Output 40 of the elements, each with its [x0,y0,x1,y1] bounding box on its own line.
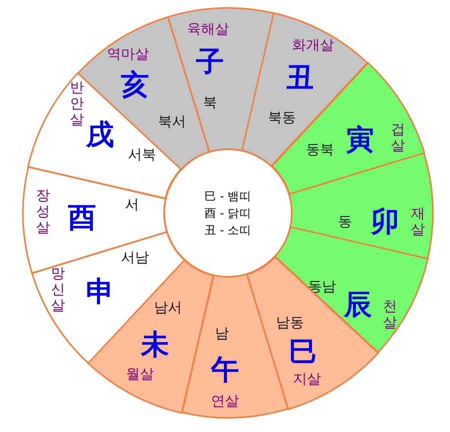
direction-label: 남동 [276,316,304,330]
direction-label: 북 [202,96,217,110]
branch-character: 丑 [286,64,314,92]
sal-label: 지살 [292,372,321,388]
sal-label: 반안살 [70,80,84,128]
direction-label: 북서 [158,114,186,129]
wheel-sector [246,256,379,410]
direction-label: 동 [338,214,352,229]
sal-label: 망신살 [50,266,65,314]
sal-label: 월살 [126,367,154,383]
branch-character: 酉 [68,204,96,232]
sal-label: 재살 [410,206,425,238]
branch-character: 子 [196,48,224,76]
direction-label: 서북 [128,148,156,162]
zodiac-note: 酉 - 닭띠 [204,206,252,220]
branch-character: 亥 [120,70,149,99]
direction-label: 동북 [306,142,334,157]
branch-character: 巳 [288,338,317,366]
direction-label: 남서 [154,300,182,315]
zodiac-note: 巳 - 뱀띠 [204,188,252,204]
branch-character: 卯 [370,208,399,236]
sal-label: 역마살 [106,47,149,63]
branch-character: 申 [86,278,114,306]
direction-label: 서 [125,198,139,212]
branch-character: 戌 [86,120,114,149]
branch-character: 寅 [346,126,374,154]
direction-label: 서남 [120,250,149,265]
sal-label: 연살 [210,394,239,410]
wheel-sector [270,62,426,196]
sal-label: 화개살 [292,38,334,54]
sal-label: 천살 [382,298,397,332]
sal-label: 육해살 [186,22,229,38]
branch-character: 未 [140,330,169,359]
zodiac-note: 丑 - 소띠 [204,222,252,238]
sal-label: 겁살 [390,122,405,154]
branch-character: 午 [210,356,239,384]
branch-character: 辰 [344,290,372,319]
direction-label: 남 [214,326,229,341]
sal-label: 장성살 [36,188,50,236]
direction-label: 북동 [268,110,296,125]
